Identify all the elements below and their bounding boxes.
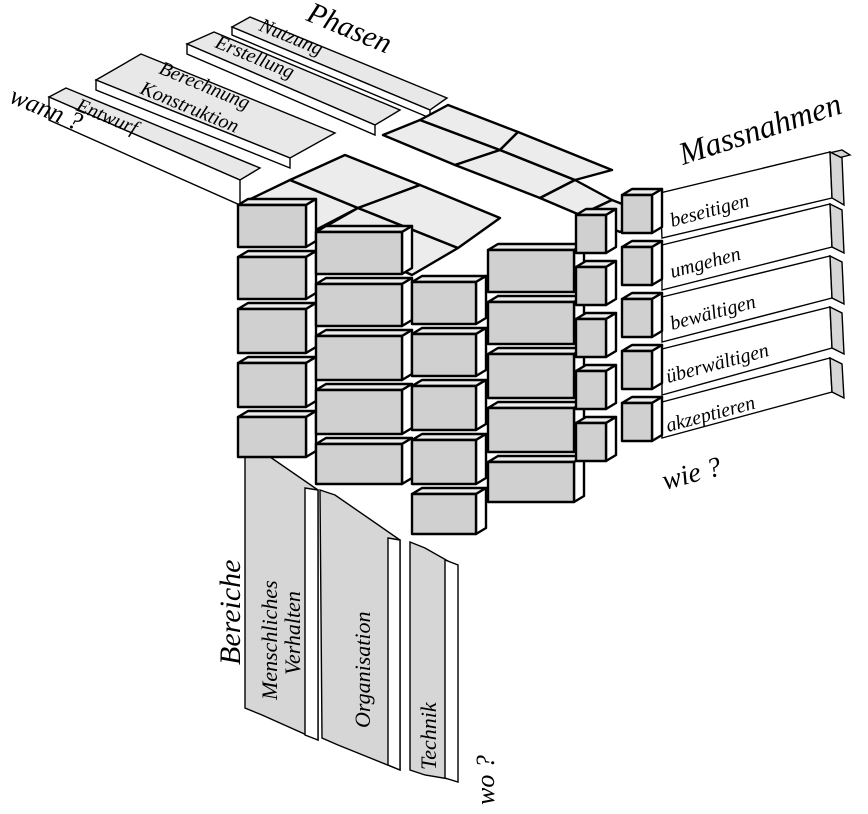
cube-block-c0-r1-front xyxy=(236,255,308,301)
cube-side-block-c0-r0-side xyxy=(604,207,618,255)
cube-block-c0-r2-side xyxy=(304,301,318,355)
bereiche-label-group: Menschliches Verhalten Organisation Tech… xyxy=(214,444,500,805)
cube-side-block-c1-r1-front xyxy=(620,245,654,287)
phase-slab-berechnung-konstruktion xyxy=(94,53,337,170)
bereich-label-organisation-main: Organisation xyxy=(350,611,375,728)
cube-side-block-c1-r3-front xyxy=(620,349,654,391)
cube-block-c3-r2-front xyxy=(486,352,576,400)
cube-block-c1-r4-side xyxy=(400,436,414,486)
cube-side-block-c1-r3-side xyxy=(650,343,664,391)
cube-block-c3-r4-side xyxy=(572,454,586,504)
cube-block-c1-r3-side xyxy=(400,382,414,436)
phasen-question: wann ? xyxy=(6,81,87,137)
cube-side-block-c0-r4-side xyxy=(604,415,618,463)
bereiche-question: wo ? xyxy=(471,755,500,805)
cube-block-c3-r1-front xyxy=(486,300,576,346)
cube-block-c0-r3-side xyxy=(304,355,318,409)
cube-side-block-c0-r3-side xyxy=(604,363,618,411)
cube-block-c2-r4-front xyxy=(410,492,478,536)
cube-side-block-c0-r1-front xyxy=(574,265,608,307)
cube-side-block-c0-r0-front xyxy=(574,213,608,255)
cube-block-c2-r1-side xyxy=(474,326,488,378)
cube-block-c3-r0-front xyxy=(486,248,576,294)
cube-block-c3-r4-front xyxy=(486,460,576,504)
cube-top-block-3 xyxy=(356,183,502,250)
cube-block-c0-r4-side xyxy=(304,409,318,459)
cube-block-c2-r0-side xyxy=(474,274,488,326)
massnahmen-label-group: beseitigen umgehen bewältigen überwältig… xyxy=(658,85,852,497)
phase-slab-nutzung xyxy=(230,16,449,120)
bereich-label-technik: Technik xyxy=(416,701,441,770)
massnahmen-question: wie ? xyxy=(659,451,725,496)
cube-block-c2-r0-front xyxy=(410,280,478,326)
cube-block-c1-r3-front xyxy=(314,388,404,436)
cube-side-block-c1-r0-side xyxy=(650,187,664,235)
cube-side-block-c0-r1-side xyxy=(604,259,618,307)
cube-side-block-c1-r0-front xyxy=(620,193,654,235)
cube-top-block-7 xyxy=(498,130,614,182)
cube-block-c1-r4-front xyxy=(314,442,404,486)
cube-block-c0-r2-front xyxy=(236,307,308,355)
cube-side-block-c1-r1-side xyxy=(650,239,664,287)
cube-block-c1-r1-front xyxy=(314,282,404,328)
cube-side-block-c0-r4-front xyxy=(574,421,608,463)
cube-side-block-c1-r2-side xyxy=(650,291,664,339)
cube-block-c3-r3-front xyxy=(486,406,576,454)
bereich-slab-organisation xyxy=(319,489,401,772)
bereich-slab-menschliches-verhalten xyxy=(244,444,319,742)
cube-block-c2-r1-front xyxy=(410,332,478,378)
cube-block-c0-r4-front xyxy=(236,415,308,459)
cube-side-block-c1-r4-side xyxy=(650,395,664,443)
cube-block-c1-r2-front xyxy=(314,334,404,382)
massnahme-slab-bewaeltigen xyxy=(661,254,845,343)
cube-block-c0-r0-front xyxy=(236,203,308,249)
cube-side-block-c0-r2-front xyxy=(574,317,608,359)
bereich-label-verhalten: Verhalten xyxy=(280,591,305,675)
cube-block-c2-r3-side xyxy=(474,432,488,486)
cube-side-block-c1-r2-front xyxy=(620,297,654,339)
cube-block-c0-r1-side xyxy=(304,249,318,301)
phase-slab-entwurf xyxy=(47,87,262,207)
cube-block-c2-r2-side xyxy=(474,378,488,432)
cube-block-c1-r2-side xyxy=(400,328,414,382)
cube-block-c2-r3-front xyxy=(410,438,478,486)
cube-block-c1-r0-front xyxy=(314,230,404,276)
cube-block-c0-r3-front xyxy=(236,361,308,409)
bereich-slab-technik xyxy=(409,540,459,783)
cube-block-c2-r2-front xyxy=(410,384,478,432)
cube-side-block-c1-r4-front xyxy=(620,401,654,443)
matrix-cube xyxy=(236,103,664,536)
cube-side-block-c0-r2-side xyxy=(604,311,618,359)
cube-side-block-c0-r3-front xyxy=(574,369,608,411)
cube-block-c2-r4-side xyxy=(474,486,488,536)
bereich-label-menschliches: Menschliches xyxy=(257,580,282,701)
cube-block-c0-r0-side xyxy=(304,197,318,249)
phase-slab-erstellung xyxy=(185,31,402,137)
bereiche-title: Bereiche xyxy=(214,560,247,665)
cube-block-c1-r0-side xyxy=(400,224,414,276)
cube-block-c1-r1-side xyxy=(400,276,414,328)
